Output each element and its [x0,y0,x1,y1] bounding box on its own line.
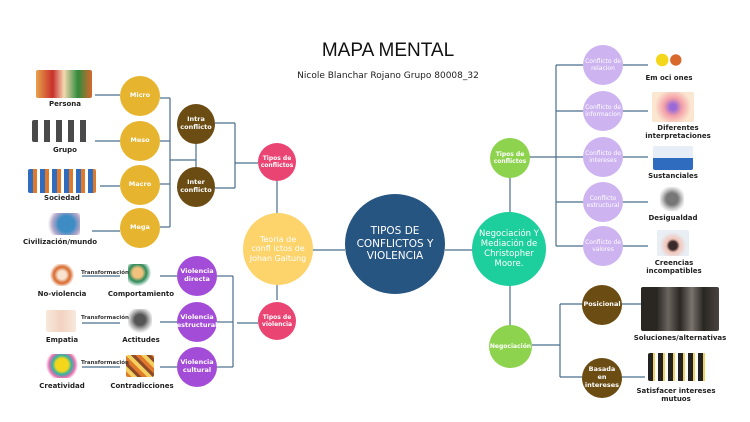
page-subtitle: Nicole Blanchar Rojano Grupo 80008_32 [297,71,479,81]
soluciones-image [641,287,719,331]
sociedad-caption: Sociedad [44,194,80,202]
moore-label: Negociación Y Mediación de Christopher M… [479,228,539,270]
intra-conflict-label: Intra conflicto [180,115,212,131]
level-label: Micro [129,91,151,100]
violence-types-label: Tipos de violencia [261,313,293,328]
level-node-micro[interactable]: Micro [120,76,160,116]
contradicciones-caption: Contradicciones [110,382,174,390]
transformacion-label: Transformación [81,270,129,276]
persona-caption: Persona [48,100,81,108]
civilizacion-caption: Civilización/mundo [22,238,98,246]
moore-node[interactable]: Negociación Y Mediación de Christopher M… [472,212,546,286]
interpretaciones-image [652,92,694,122]
level-label: Macro [128,180,152,189]
negotiation-type-label: Posicional [583,300,621,309]
creatividad-image [45,354,79,378]
right-conflict-types-label: Tipos de conflictos [493,150,527,165]
center-node-label: TIPOS DE CONFLICTOS Y VIOLENCIA [356,225,434,263]
intereses-mutuos-image [648,353,708,381]
desigualdad-caption: Desigualdad [648,214,698,222]
civilizacion-image [46,213,80,235]
violence-types-node[interactable]: Tipos de violencia [258,302,296,340]
level-label: Mega [130,223,150,232]
conflict-label: Conflicto de informacion [585,103,621,118]
basada-intereses-node[interactable]: Basada en intereses [582,358,622,398]
soluciones-caption: Soluciones/alternativas [633,334,727,342]
comportamiento-caption: Comportamiento [107,290,175,298]
galtung-theory-label: Teoria de confl ictos de Johan Galtung [249,234,307,263]
conflict-label: Conflicto de relacion [585,57,621,72]
conflict-label: Conflicto de intereses [585,149,621,164]
transformacion-label: Transformación [81,360,129,366]
sociedad-image [28,169,96,193]
comportamiento-image [128,264,152,286]
level-label: Meso [130,136,150,145]
violence-label: Violencia directa [180,267,214,283]
intra-conflict-node[interactable]: Intra conflicto [177,104,215,144]
violence-cultural-node[interactable]: Violencia cultural [177,347,217,387]
left-conflict-types-node[interactable]: Tipos de conflictos [258,143,296,181]
conflict-relacion-node[interactable]: Conflicto de relacion [583,45,623,85]
center-node[interactable]: TIPOS DE CONFLICTOS Y VIOLENCIA [345,194,445,294]
violence-estructural-node[interactable]: Violencia estructural [177,302,217,342]
intereses-mutuos-caption: Satisfacer intereses mutuos [636,387,716,404]
transformacion-label: Transformación [81,315,129,321]
sustanciales-caption: Sustanciales [648,172,698,180]
grupo-image [32,120,92,142]
page-title: MAPA MENTAL [321,40,455,61]
no-violencia-image [50,264,74,286]
sustanciales-image [653,146,693,170]
conflict-label: Conflicto estructural [586,194,620,209]
level-node-meso[interactable]: Meso [120,121,160,161]
negotiation-type-label: Basada en intereses [584,365,620,389]
violence-directa-node[interactable]: Violencia directa [177,256,217,296]
level-node-macro[interactable]: Macro [120,165,160,205]
conflict-informacion-node[interactable]: Conflicto de informacion [583,91,623,131]
negotiation-node[interactable]: Negociación [489,325,532,368]
conflict-valores-node[interactable]: Conflicto de valores [583,226,623,266]
creencias-image [657,230,689,256]
left-conflict-types-label: Tipos de conflictos [260,154,294,169]
no-violencia-caption: No-violencia [37,290,87,298]
galtung-theory-node[interactable]: Teoria de confl ictos de Johan Galtung [243,213,313,285]
empatia-caption: Empatia [45,336,79,344]
grupo-caption: Grupo [52,146,77,154]
contradicciones-image [126,355,154,377]
inter-conflict-node[interactable]: Inter conflicto [177,167,215,207]
level-node-mega[interactable]: Mega [120,208,160,248]
posicional-node[interactable]: Posicional [582,285,622,325]
conflict-intereses-node[interactable]: Conflicto de intereses [583,137,623,177]
actitudes-caption: Actitudes [122,336,160,344]
interpretaciones-caption: Diferentes interpretaciones [645,124,711,141]
empatia-image [46,310,76,332]
inter-conflict-label: Inter conflicto [180,178,212,194]
persona-image [36,70,92,98]
creatividad-caption: Creatividad [39,382,85,390]
actitudes-image [128,309,152,333]
creencias-caption: Creencias incompatibles [646,259,702,276]
emociones-image [652,42,686,72]
right-conflict-types-node[interactable]: Tipos de conflictos [490,138,530,178]
conflict-label: Conflicto de valores [585,238,621,253]
violence-label: Violencia cultural [180,358,214,374]
violence-label: Violencia estructural [176,313,218,329]
desigualdad-image [660,187,684,211]
emociones-caption: Em oci ones [645,74,693,82]
conflict-estructural-node[interactable]: Conflicto estructural [583,182,623,222]
negotiation-label: Negociación [489,342,532,350]
